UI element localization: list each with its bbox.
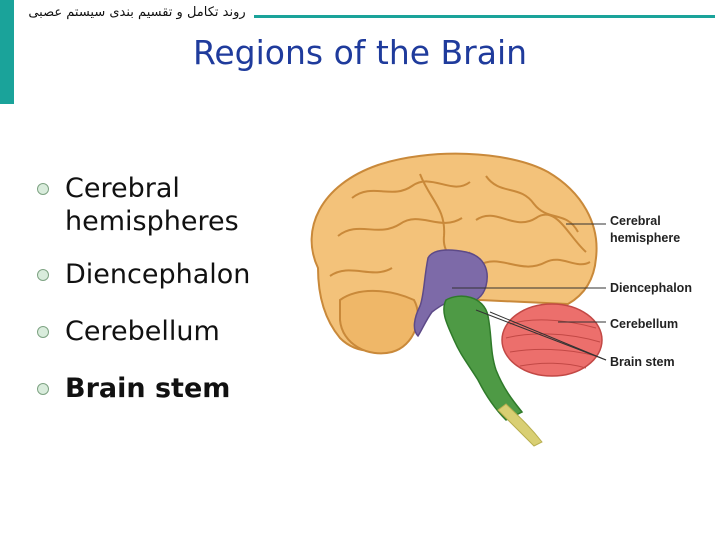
bullet-dot-icon xyxy=(37,183,49,195)
bullet-dot-icon xyxy=(37,383,49,395)
bullet-cerebral-hemispheres: Cerebral hemispheres xyxy=(34,172,314,238)
bullet-dot-icon xyxy=(37,269,49,281)
header-text: روند تکامل و تقسیم بندی سیستم عصبی xyxy=(28,5,246,20)
callout-diencephalon: Diencephalon xyxy=(610,281,692,295)
slide-title: Regions of the Brain xyxy=(192,33,528,72)
bullet-text: Cerebellum xyxy=(65,316,220,347)
cerebellum-shape xyxy=(501,303,603,377)
accent-bar xyxy=(0,0,14,104)
bullet-list: Cerebral hemispheres Diencephalon Cerebe… xyxy=(34,172,314,405)
callout-brain-stem: Brain stem xyxy=(610,355,675,369)
bullet-text: Diencephalon xyxy=(65,259,251,290)
callout-cerebral-hemisphere-line2: hemisphere xyxy=(610,231,680,245)
temporal-lobe-shape xyxy=(339,289,419,355)
brain-diagram: Cerebral hemisphere Diencephalon Cerebel… xyxy=(310,152,692,447)
header-rule xyxy=(254,15,715,18)
bullet-text: Cerebral hemispheres xyxy=(65,173,239,237)
callout-cerebellum: Cerebellum xyxy=(610,317,678,331)
callout-cerebral-hemisphere-line1: Cerebral xyxy=(610,214,661,228)
bullet-cerebellum: Cerebellum xyxy=(34,315,314,348)
spinal-cord-shape xyxy=(497,403,543,447)
bullet-dot-icon xyxy=(37,326,49,338)
bullet-diencephalon: Diencephalon xyxy=(34,258,314,291)
callout-lines xyxy=(452,223,607,361)
bullet-brain-stem: Brain stem xyxy=(34,372,314,405)
bullet-text: Brain stem xyxy=(65,373,231,404)
